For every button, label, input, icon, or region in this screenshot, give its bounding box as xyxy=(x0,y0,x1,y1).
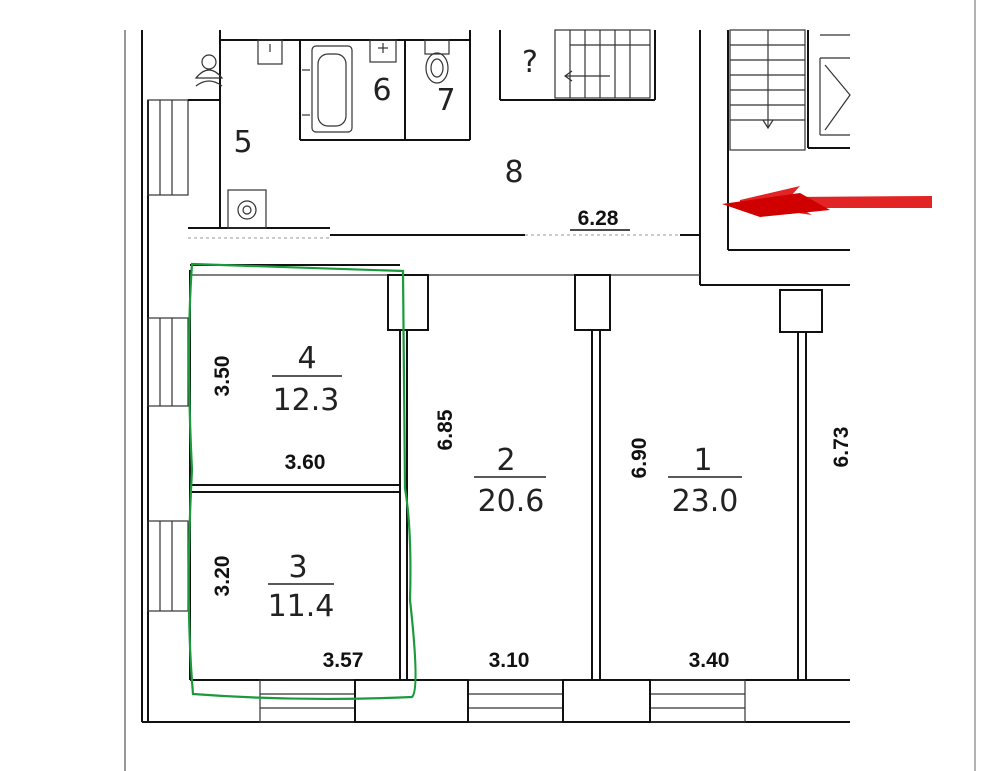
dim-room1-height: 6.90 xyxy=(628,438,651,479)
highlight-outline xyxy=(187,262,417,701)
staircase-right xyxy=(729,29,806,151)
stove-icon xyxy=(227,189,267,229)
room-1-number: 1 xyxy=(693,443,712,478)
bathtub-icon xyxy=(302,45,353,133)
room-6-number: 6 xyxy=(372,73,391,108)
dim-corridor-length: 6.28 xyxy=(578,207,619,230)
room-3-area: 11.4 xyxy=(268,589,335,624)
sink-icon-bath xyxy=(369,39,397,63)
room-stair-number: ? xyxy=(522,45,538,80)
room-4-number: 4 xyxy=(297,341,316,376)
room-3-number: 3 xyxy=(288,550,307,585)
staircase-left xyxy=(554,29,651,99)
exterior-wall-bottom xyxy=(142,679,850,723)
room-8-number: 8 xyxy=(504,155,523,190)
window-bottom-1 xyxy=(259,679,356,723)
top-rooms-walls xyxy=(188,30,851,251)
columns xyxy=(387,274,823,333)
window-left-2 xyxy=(147,317,189,407)
window-left-3 xyxy=(147,520,189,612)
room-2-number: 2 xyxy=(496,443,515,478)
dim-room1-width: 3.40 xyxy=(689,649,730,672)
room-2-area: 20.6 xyxy=(478,484,545,519)
toilet-icon xyxy=(424,39,450,84)
washbasin-icon xyxy=(194,54,224,87)
room-5-number: 5 xyxy=(233,125,252,160)
dimension-labels: 6.28 3.60 3.57 3.10 3.40 3.50 3.20 6.85 … xyxy=(211,207,853,672)
dim-room2-width: 3.10 xyxy=(489,649,530,672)
room-7-number: 7 xyxy=(436,83,455,118)
entrance-arrow-icon xyxy=(722,186,932,217)
dim-room3-width: 3.57 xyxy=(323,649,364,672)
dim-room4-width: 3.60 xyxy=(285,451,326,474)
room-1-area: 23.0 xyxy=(672,484,739,519)
dim-room4-height: 3.50 xyxy=(211,356,234,397)
window-left-1 xyxy=(147,99,189,196)
window-bottom-3 xyxy=(649,679,746,723)
dim-room3-height: 3.20 xyxy=(211,556,234,597)
room-4-area: 12.3 xyxy=(273,383,340,418)
exterior-wall-left xyxy=(141,30,189,722)
sink-icon-top xyxy=(257,39,283,65)
window-bottom-2 xyxy=(467,679,564,723)
dim-right-height: 6.73 xyxy=(830,427,853,468)
room-labels: 5 6 7 8 ? 4 12.3 3 11.4 2 20.6 1 23.0 xyxy=(233,45,742,624)
dim-room2-height: 6.85 xyxy=(434,409,457,450)
